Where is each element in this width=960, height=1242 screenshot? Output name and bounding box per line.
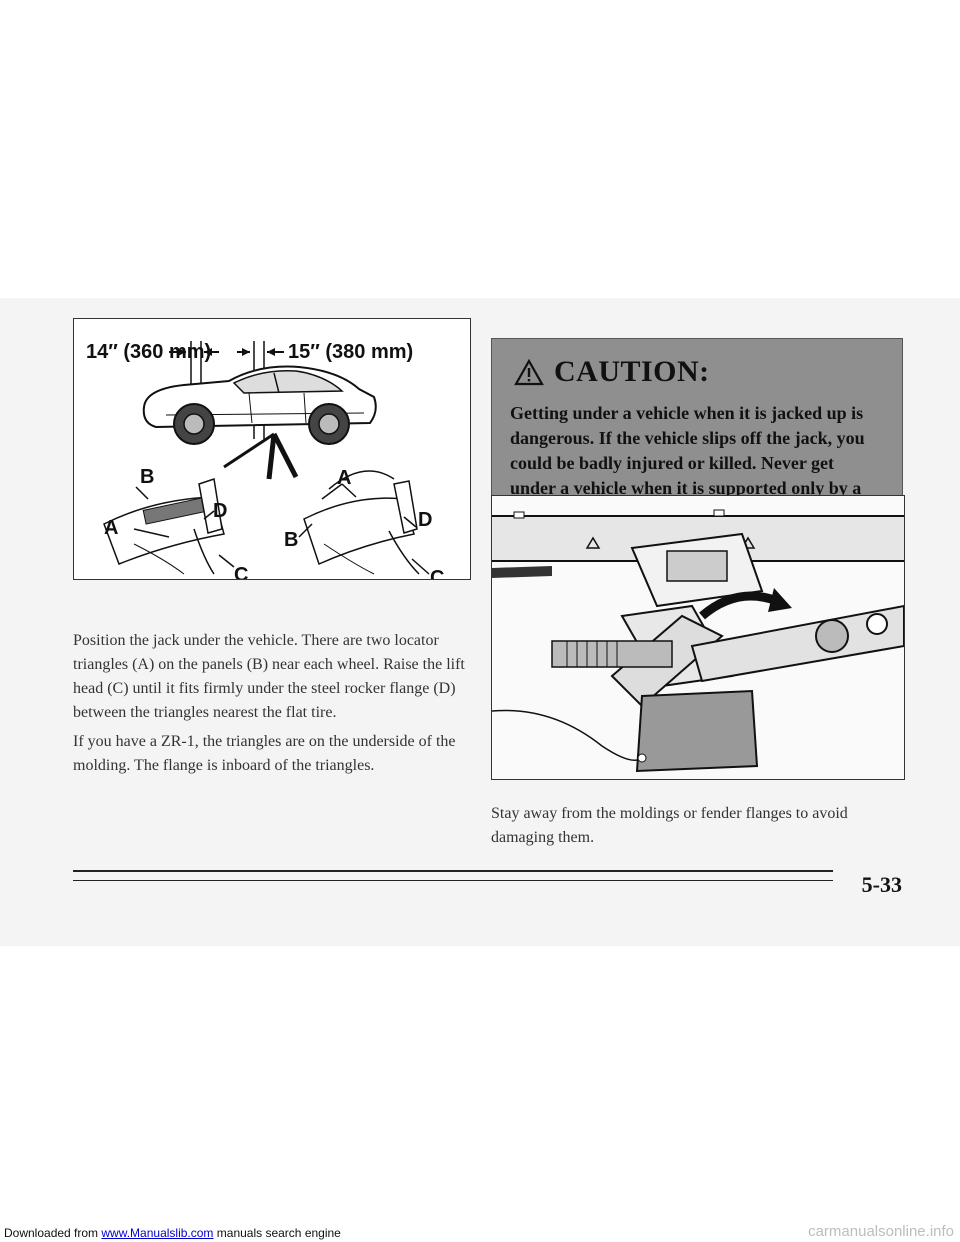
- footer-rule-bottom: [73, 880, 833, 881]
- callout-a-right: A: [337, 467, 352, 489]
- front-dimension-label: 14″ (360 mm): [86, 341, 212, 363]
- watermark: carmanualsonline.info: [808, 1223, 954, 1240]
- download-footer: Downloaded from www.Manualslib.com manua…: [4, 1226, 341, 1240]
- footer-rule-top: [73, 870, 833, 872]
- callout-b-left: B: [140, 466, 155, 488]
- jacking-points-figure: 14″ (360 mm) 15″ (380 mm) B A D C A B D …: [73, 318, 471, 580]
- footer-prefix: Downloaded from: [4, 1226, 102, 1240]
- callout-b-right: B: [284, 529, 299, 551]
- caution-text: Getting under a vehicle when it is jacke…: [510, 403, 865, 523]
- jack-figure: [491, 495, 905, 780]
- rear-dimension-label: 15″ (380 mm): [288, 341, 414, 363]
- jacking-points-illustration: [103, 341, 430, 575]
- callout-d-left: D: [213, 500, 228, 522]
- callout-c-left: C: [234, 564, 249, 580]
- body-paragraph-position-jack: Position the jack under the vehicle. The…: [73, 632, 465, 721]
- body-paragraph-zr1-note: If you have a ZR-1, the triangles are on…: [73, 733, 456, 774]
- caution-title: CAUTION:: [554, 355, 710, 388]
- callout-c-right: C: [430, 567, 445, 580]
- body-paragraph-avoid-damage: Stay away from the moldings or fender fl…: [491, 805, 848, 846]
- callout-a-left: A: [104, 517, 119, 539]
- caution-header: CAUTION:: [514, 355, 884, 389]
- callout-d-right: D: [418, 509, 433, 531]
- footer-suffix: manuals search engine: [213, 1226, 341, 1240]
- caution-box: CAUTION: Getting under a vehicle when it…: [491, 338, 903, 523]
- warning-triangle-icon: [514, 358, 544, 385]
- page-number: 5-33: [861, 872, 902, 897]
- jack-illustration: [492, 509, 904, 773]
- manualslib-link[interactable]: www.Manualslib.com: [101, 1226, 214, 1240]
